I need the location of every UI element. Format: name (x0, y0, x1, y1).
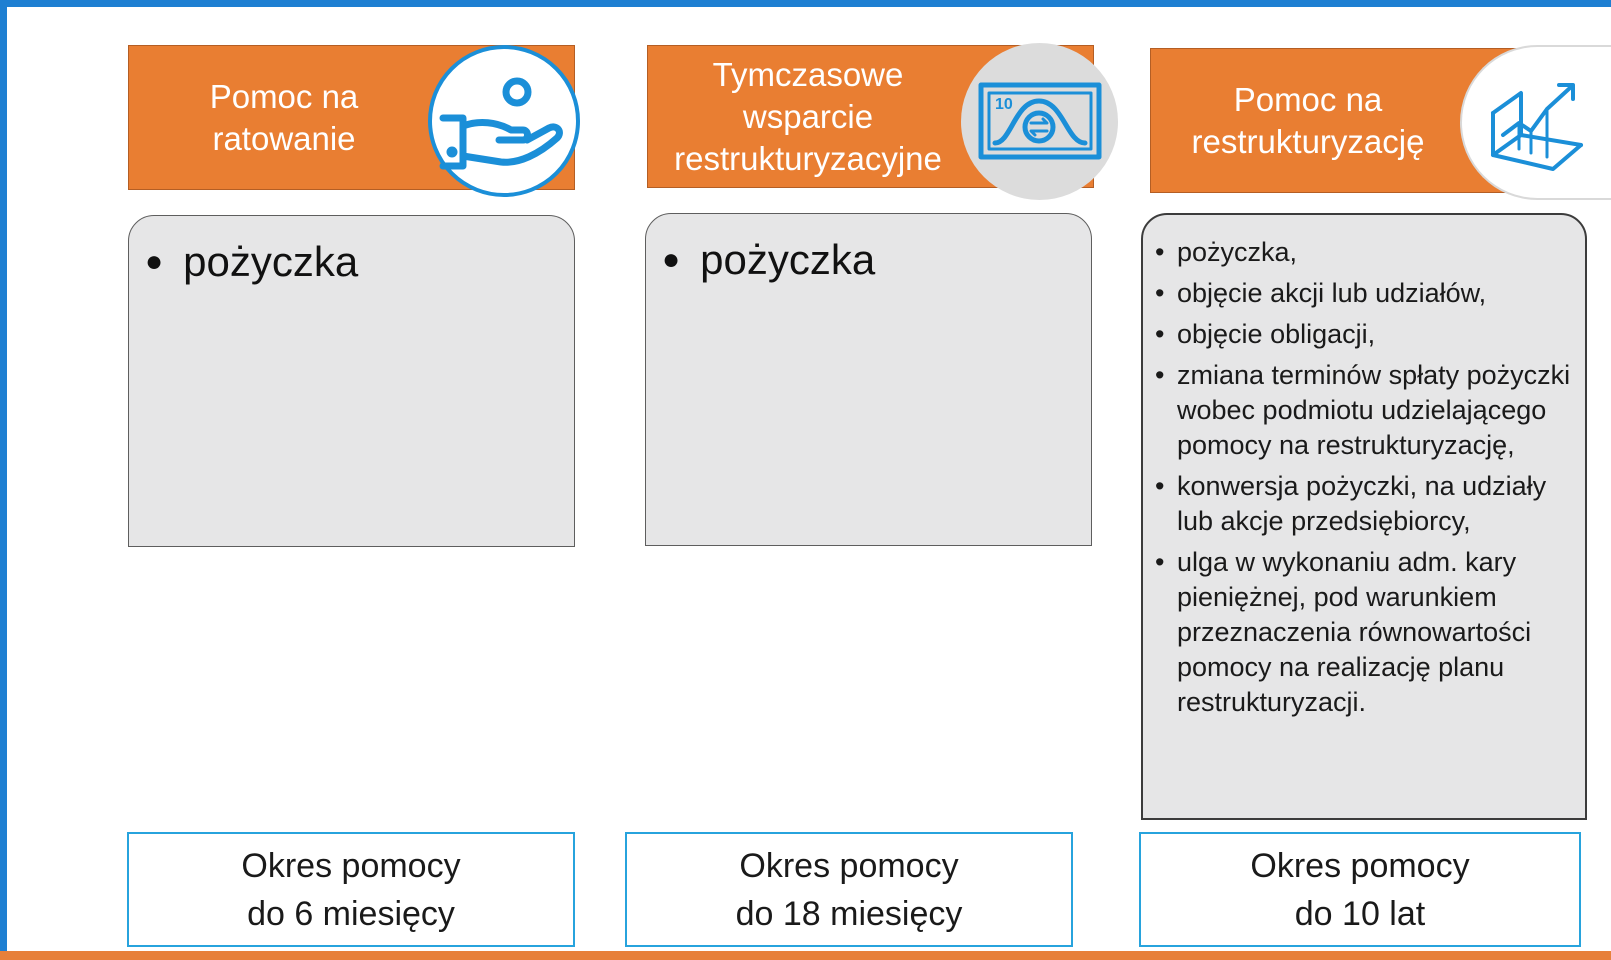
growth-chart-icon (1460, 45, 1611, 200)
list-item-text: pożyczka (700, 236, 876, 283)
period-value: do 6 miesięcy (247, 894, 455, 933)
bullet-icon: ● (145, 245, 164, 278)
content-box-col2: ● pożyczka (645, 213, 1092, 546)
list-item: pożyczka, (1155, 235, 1573, 270)
list-item: ● pożyczka (662, 236, 875, 284)
list-item: objęcie akcji lub udziałów, (1155, 276, 1573, 311)
bottom-accent-line (0, 951, 1611, 960)
list-item: ● pożyczka (145, 238, 358, 286)
period-label: Okres pomocy (241, 846, 461, 885)
period-label: Okres pomocy (1250, 846, 1470, 885)
period-box-col2: Okres pomocy do 18 miesięcy (625, 832, 1073, 947)
list-item: ulga w wykonaniu adm. kary pieniężnej, p… (1155, 545, 1573, 720)
list-item: konwersja pożyczki, na udziały lub akcje… (1155, 469, 1573, 539)
list-item: zmiana terminów spłaty pożyczki wobec po… (1155, 358, 1573, 463)
content-box-col3: pożyczka, objęcie akcji lub udziałów, ob… (1141, 213, 1587, 820)
list-item: objęcie obligacji, (1155, 317, 1573, 352)
header-title: Pomoc na restrukturyzację (1191, 80, 1425, 160)
hand-holding-coin-icon (428, 45, 580, 197)
period-value: do 10 lat (1294, 894, 1426, 933)
banknote-exchange-icon: 10 (961, 43, 1118, 200)
header-title: Pomoc na ratowanie (209, 77, 359, 157)
period-label: Okres pomocy (739, 846, 959, 885)
bullet-list: pożyczka, objęcie akcji lub udziałów, ob… (1155, 235, 1573, 726)
svg-text:10: 10 (995, 96, 1013, 113)
bullet-icon: ● (662, 243, 681, 276)
period-box-col3: Okres pomocy do 10 lat (1139, 832, 1581, 947)
period-value: do 18 miesięcy (735, 894, 963, 933)
header-title: Tymczasowe wsparcie restrukturyzacyjne (674, 55, 942, 177)
period-box-col1: Okres pomocy do 6 miesięcy (127, 832, 575, 947)
list-item-text: pożyczka (183, 238, 359, 285)
content-box-col1: ● pożyczka (128, 215, 575, 547)
